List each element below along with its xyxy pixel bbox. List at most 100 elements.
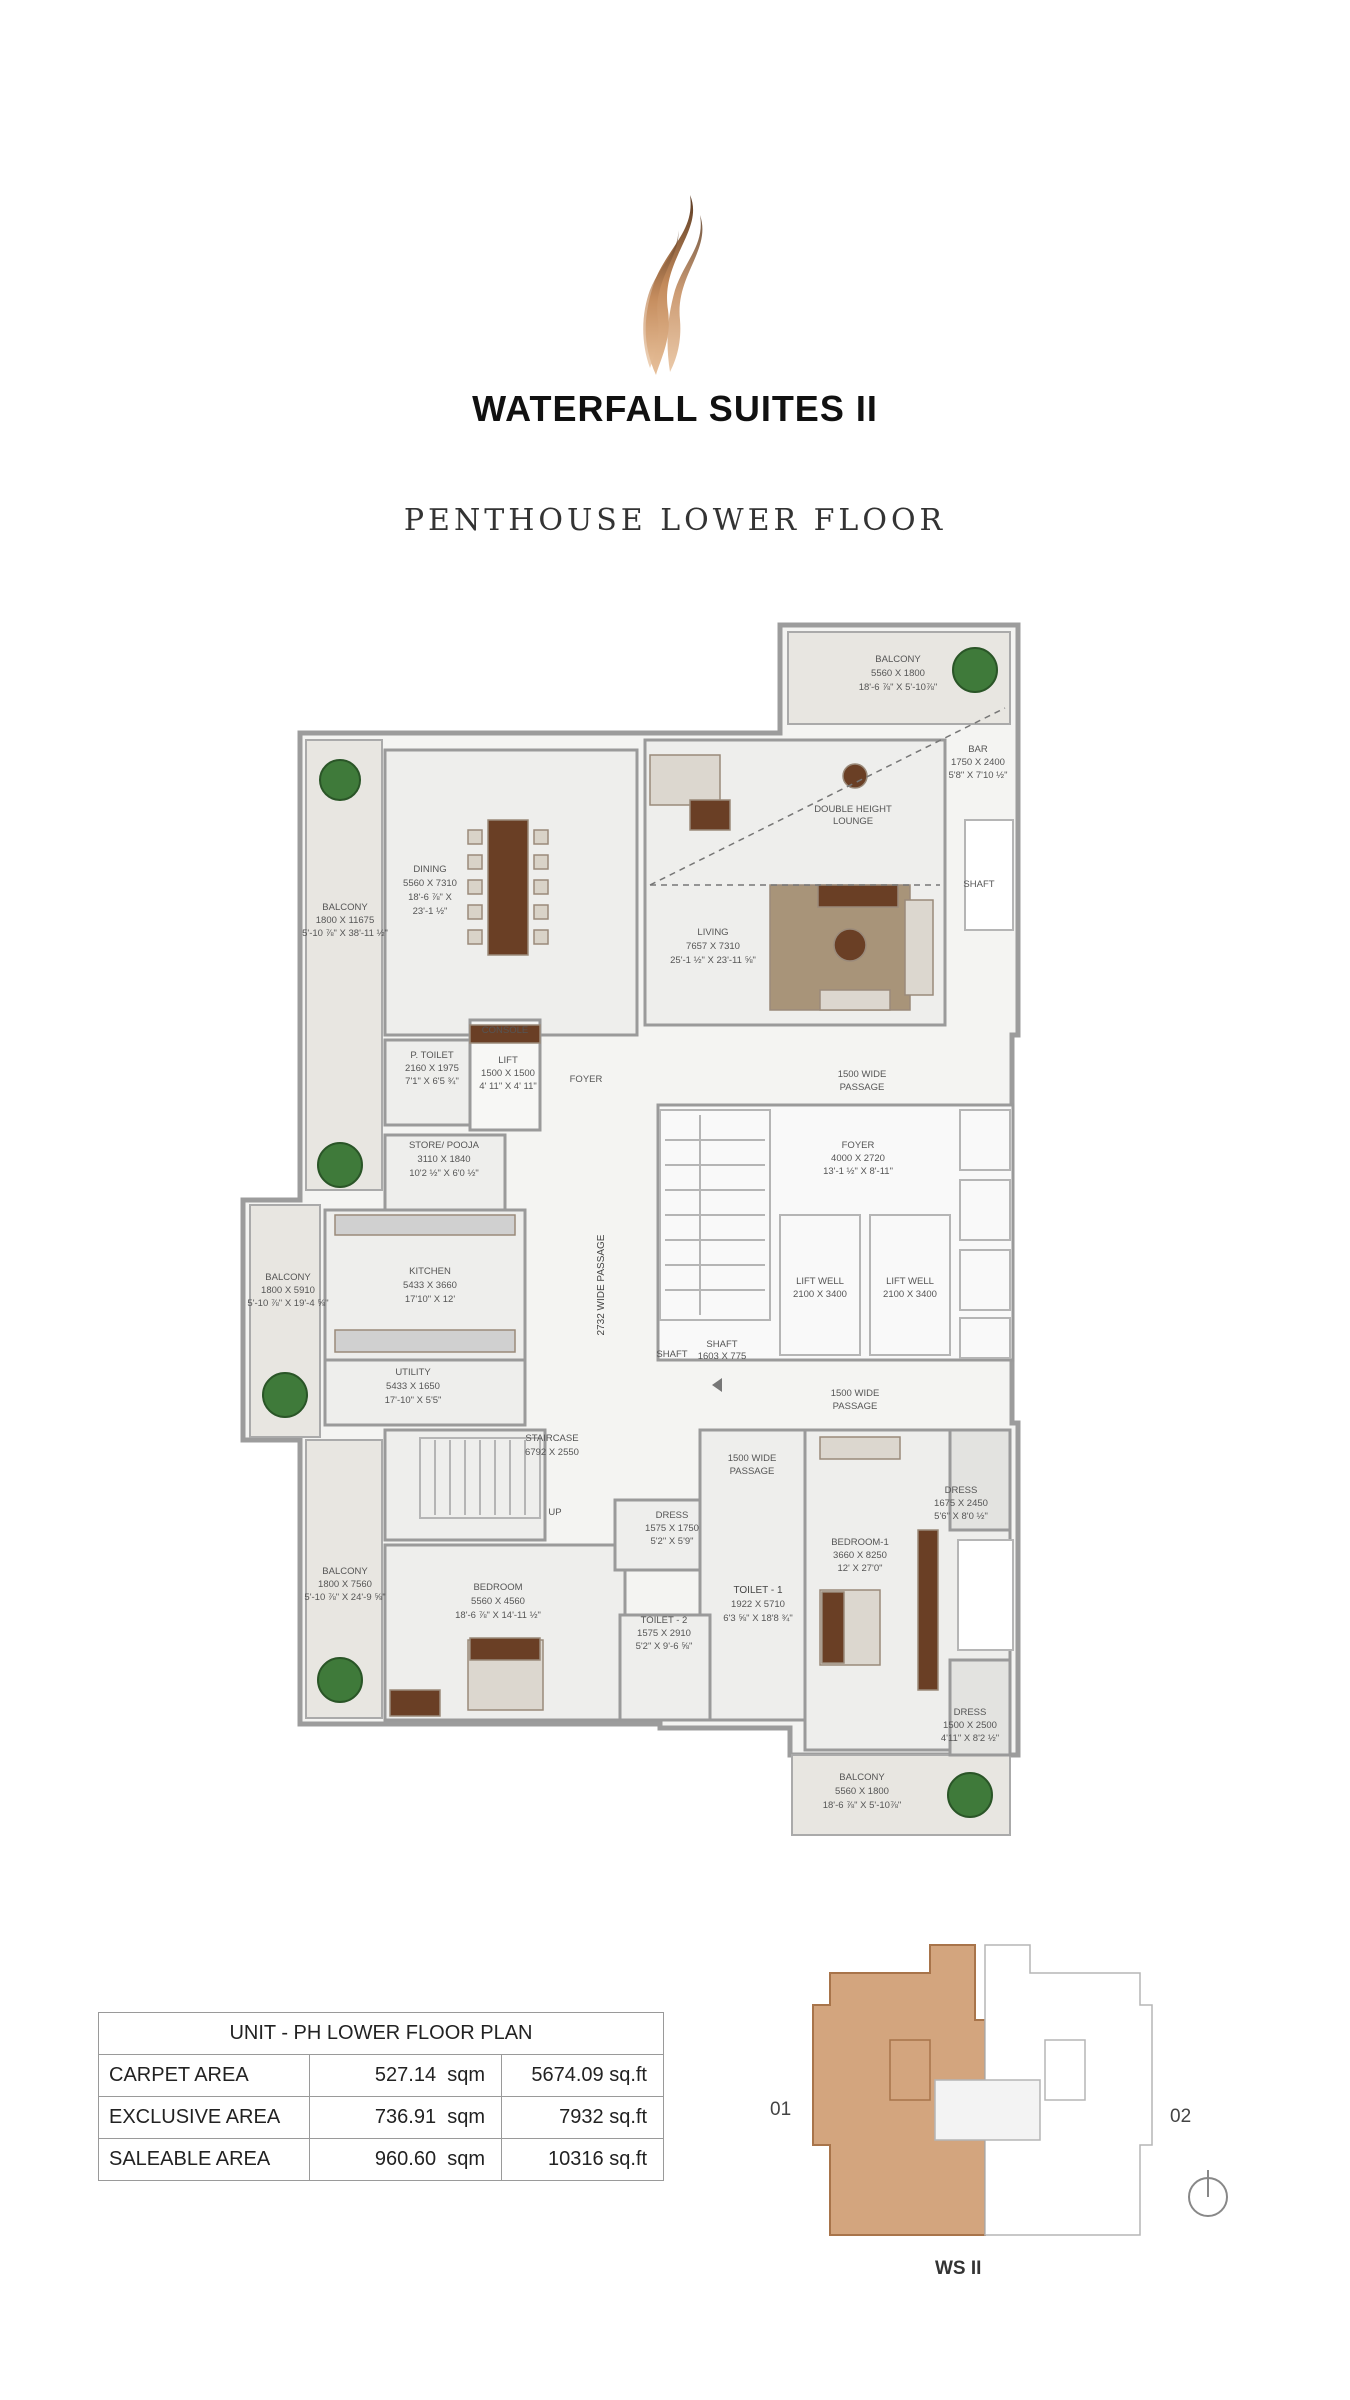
room-labels: BALCONY 5560 X 1800 18'-6 ⅞" X 5'-10⅞" B… [247, 654, 1007, 1811]
table-row: EXCLUSIVE AREA 736.91 sqm 7932 sq.ft [98, 2096, 664, 2139]
dress-mid-name: DRESS [656, 1510, 689, 1521]
dining-dim: 5560 X 7310 [403, 878, 457, 889]
area-sqm: 960.60 sqm [309, 2138, 502, 2181]
table-row: SALEABLE AREA 960.60 sqm 10316 sq.ft [98, 2138, 664, 2181]
dress-mid-ft: 5'2" X 5'9" [650, 1536, 693, 1547]
bedroom-ft: 18'-6 ⅞" X 14'-11 ½" [455, 1610, 541, 1621]
lift-name: LIFT [498, 1055, 518, 1066]
passage-1500-top-name: 1500 WIDE [838, 1069, 887, 1080]
shaft-mid-name: SHAFT [656, 1349, 687, 1360]
p-toilet-dim: 2160 X 1975 [405, 1063, 459, 1074]
lift-ft: 4' 11" X 4' 11" [479, 1081, 537, 1092]
p-toilet-ft: 7'1" X 6'5 ¾" [405, 1076, 459, 1087]
lift-well-1-name: LIFT WELL [796, 1276, 844, 1287]
lift-well-1-dim: 2100 X 3400 [793, 1289, 847, 1300]
kitchen-name: KITCHEN [409, 1266, 451, 1277]
balcony-left-mid-ft: 5'-10 ⅞" X 19'-4 ⅝" [247, 1298, 328, 1309]
balcony-left-mid-dim: 1800 X 5910 [261, 1285, 315, 1296]
area-table: UNIT - PH LOWER FLOOR PLAN CARPET AREA 5… [98, 2012, 664, 2181]
balcony-bot-name: BALCONY [839, 1772, 885, 1783]
passage-1500-bed-name: 1500 WIDE [728, 1453, 777, 1464]
bedroom-1-dim: 3660 X 8250 [833, 1550, 887, 1561]
store-pooja-name: STORE/ POOJA [409, 1140, 480, 1151]
north-arrow-icon [1188, 2170, 1228, 2217]
area-label: SALEABLE AREA [98, 2138, 310, 2181]
console-name: CONSOLE [482, 1025, 528, 1036]
toilet-2-name: TOILET - 2 [641, 1615, 688, 1626]
up-label: UP [548, 1507, 561, 1518]
balcony-left-top-dim: 1800 X 11675 [316, 915, 374, 926]
bedroom-name: BEDROOM [473, 1582, 522, 1593]
balcony-left-top-ft: 5'-10 ⅞" X 38'-11 ½" [302, 928, 388, 939]
area-label: EXCLUSIVE AREA [98, 2096, 310, 2139]
balcony-top-dim: 5560 X 1800 [871, 668, 925, 679]
area-sqft: 5674.09 sq.ft [501, 2054, 664, 2097]
store-pooja-dim: 3110 X 1840 [417, 1154, 470, 1165]
foyer-name: FOYER [570, 1074, 603, 1085]
staircase-dim: 6792 X 2550 [525, 1447, 579, 1458]
dress-right-bot-name: DRESS [954, 1707, 987, 1718]
kitchen-dim: 5433 X 3660 [403, 1280, 457, 1291]
balcony-left-mid-name: BALCONY [265, 1272, 311, 1283]
toilet-2-ft: 5'2" X 9'-6 ⅝" [636, 1641, 693, 1652]
p-toilet-name: P. TOILET [410, 1050, 453, 1061]
logo-flame-icon [643, 195, 703, 375]
lobby-foyer-dim: 4000 X 2720 [831, 1153, 885, 1164]
living-dim: 7657 X 7310 [686, 941, 740, 952]
table-header-row: UNIT - PH LOWER FLOOR PLAN [98, 2012, 664, 2055]
furniture [334, 754, 939, 1717]
utility-name: UTILITY [395, 1367, 431, 1378]
table-row: CARPET AREA 527.14 sqm 5674.09 sq.ft [98, 2054, 664, 2097]
dress-right-top-ft: 5'6" X 8'0 ½" [934, 1511, 988, 1522]
area-sqft: 7932 sq.ft [501, 2096, 664, 2139]
lobby-foyer-name: FOYER [842, 1140, 875, 1151]
lobby-foyer-ft: 13'-1 ½" X 8'-11" [823, 1166, 893, 1177]
dress-right-bot-ft: 4'11" X 8'2 ½" [941, 1733, 999, 1744]
key-plan: 01 02 [770, 1944, 1228, 2236]
toilet-1-name: TOILET - 1 [733, 1585, 783, 1596]
balcony-left-bot-ft: 5'-10 ⅞" X 24'-9 ⅝" [304, 1592, 385, 1603]
area-label: CARPET AREA [98, 2054, 310, 2097]
bar-dim: 1750 X 2400 [951, 757, 1005, 768]
area-sqm: 527.14 sqm [309, 2054, 502, 2097]
store-pooja-ft: 10'2 ½" X 6'0 ½" [409, 1168, 479, 1179]
passage-1500-mid-name2: PASSAGE [833, 1401, 878, 1412]
floor-plan: BALCONY 5560 X 1800 18'-6 ⅞" X 5'-10⅞" B… [240, 622, 1021, 1836]
balconies [249, 631, 1011, 1836]
dress-right-bot-dim: 1500 X 2500 [943, 1720, 997, 1731]
bedroom-1-name: BEDROOM-1 [831, 1537, 889, 1548]
balcony-bot-ft: 18'-6 ⅞" X 5'-10⅞" [823, 1800, 902, 1811]
utility-dim: 5433 X 1650 [386, 1381, 440, 1392]
key-label-right: 02 [1170, 2106, 1191, 2127]
key-plan-caption: WS II [935, 2258, 982, 2279]
toilet-1-dim: 1922 X 5710 [731, 1599, 785, 1610]
shaft-core-name: SHAFT [706, 1339, 737, 1350]
toilet-2-dim: 1575 X 2910 [637, 1628, 691, 1639]
dining-ft2: 23'-1 ½" [413, 906, 448, 917]
bar-name: BAR [968, 744, 988, 755]
balcony-bot-dim: 5560 X 1800 [835, 1786, 889, 1797]
utility-ft: 17'-10" X 5'5" [385, 1395, 442, 1406]
bedroom-1-ft: 12' X 27'0" [837, 1563, 882, 1574]
toilet-1-ft: 6'3 ⅝" X 18'8 ¾" [723, 1613, 793, 1624]
floor-title: PENTHOUSE LOWER FLOOR [403, 503, 947, 538]
lift-well-2-dim: 2100 X 3400 [883, 1289, 937, 1300]
double-height-name2: LOUNGE [833, 816, 873, 827]
core [419, 819, 1014, 1651]
area-sqm: 736.91 sqm [309, 2096, 502, 2139]
dress-right-top-dim: 1675 X 2450 [934, 1498, 988, 1509]
dress-right-top-name: DRESS [945, 1485, 978, 1496]
tree-icons [262, 647, 998, 1818]
balcony-top-ft: 18'-6 ⅞" X 5'-10⅞" [859, 682, 938, 693]
shaft-core-dim: 1603 X 775 [698, 1351, 747, 1362]
lift-well-2-name: LIFT WELL [886, 1276, 934, 1287]
dress-mid-dim: 1575 X 1750 [645, 1523, 699, 1534]
brand-name: WATERFALL SUITES II [472, 388, 878, 429]
passage-2732-label: 2732 WIDE PASSAGE [596, 1234, 607, 1335]
passage-1500-top-name2: PASSAGE [840, 1082, 885, 1093]
balcony-left-top-name: BALCONY [322, 902, 368, 913]
passage-1500-mid-name: 1500 WIDE [831, 1388, 880, 1399]
living-name: LIVING [697, 927, 728, 938]
dining-name: DINING [413, 864, 446, 875]
passage-1500-bed-name2: PASSAGE [730, 1466, 775, 1477]
